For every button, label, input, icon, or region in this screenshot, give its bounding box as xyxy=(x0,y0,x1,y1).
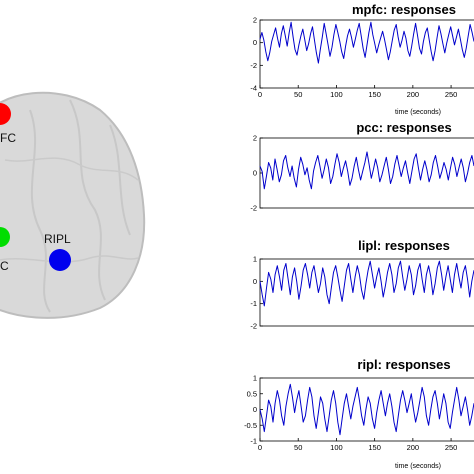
brain-sulcus xyxy=(29,109,51,313)
plot-frame xyxy=(259,258,474,327)
x-tick-label: 200 xyxy=(407,443,420,452)
brain-sulcus xyxy=(109,124,131,236)
response-trace xyxy=(259,151,474,190)
plot-frame xyxy=(259,137,474,209)
y-tick-label: -2 xyxy=(250,61,257,70)
x-tick-label: 250 xyxy=(445,443,458,452)
x-tick-label: 0 xyxy=(258,90,262,99)
x-tick-label: 0 xyxy=(258,443,262,452)
brain-outline xyxy=(0,91,146,319)
y-tick-label: 0 xyxy=(253,169,257,178)
y-tick-label: -1 xyxy=(250,437,257,446)
brain-sulcus xyxy=(69,99,106,301)
y-tick-label: -2 xyxy=(250,322,257,331)
x-tick-label: 150 xyxy=(368,90,381,99)
pcc-roi-dot xyxy=(0,227,10,247)
x-tick-label: 150 xyxy=(368,443,381,452)
x-tick-label: 50 xyxy=(294,443,302,452)
chart-title: ripl: responses xyxy=(357,357,450,372)
plot-frame xyxy=(259,377,474,442)
pcc-roi-label: C xyxy=(0,259,9,273)
y-tick-label: 0 xyxy=(253,405,257,414)
brain-sulcus xyxy=(4,157,139,181)
response-trace xyxy=(259,21,474,64)
x-tick-label: 200 xyxy=(407,90,420,99)
y-tick-label: -4 xyxy=(250,84,257,93)
y-tick-label: 0 xyxy=(253,38,257,47)
brain-sulcus xyxy=(0,255,139,263)
plot-axes: 2 0 -2 xyxy=(250,134,474,213)
brain-map: FC C RIPL xyxy=(0,91,146,319)
y-tick-label: -2 xyxy=(250,204,257,213)
mpfc-roi-label: FC xyxy=(0,131,16,145)
y-tick-label: 1 xyxy=(253,374,257,383)
x-axis-label: time (seconds) xyxy=(395,463,441,470)
response-trace xyxy=(259,260,474,307)
y-tick-label: 2 xyxy=(253,134,257,143)
chart-title: mpfc: responses xyxy=(352,2,456,17)
chart-panel-pcc: pcc: responses 2 0 -2 xyxy=(250,120,474,213)
y-tick-label: -1 xyxy=(250,299,257,308)
y-tick-label: 1 xyxy=(253,255,257,264)
x-tick-label: 100 xyxy=(330,443,343,452)
chart-panel-lipl: lipl: responses 1 0 -1 -2 xyxy=(250,238,474,331)
y-tick-label: 0 xyxy=(253,277,257,286)
y-tick-label: -0.5 xyxy=(244,421,257,430)
x-tick-label: 250 xyxy=(445,90,458,99)
mpfc-roi-dot xyxy=(0,103,11,125)
ripl-roi-dot xyxy=(49,249,71,271)
y-tick-label: 0.5 xyxy=(247,389,257,398)
chart-title: lipl: responses xyxy=(358,238,450,253)
response-trace xyxy=(259,383,474,436)
plot-axes: 1 0 -1 -2 xyxy=(250,255,474,331)
x-tick-label: 50 xyxy=(294,90,302,99)
ripl-roi-label: RIPL xyxy=(44,232,71,246)
x-axis-label: time (seconds) xyxy=(395,109,441,116)
chart-title: pcc: responses xyxy=(356,120,451,135)
y-tick-label: 2 xyxy=(253,16,257,25)
x-tick-label: 100 xyxy=(330,90,343,99)
